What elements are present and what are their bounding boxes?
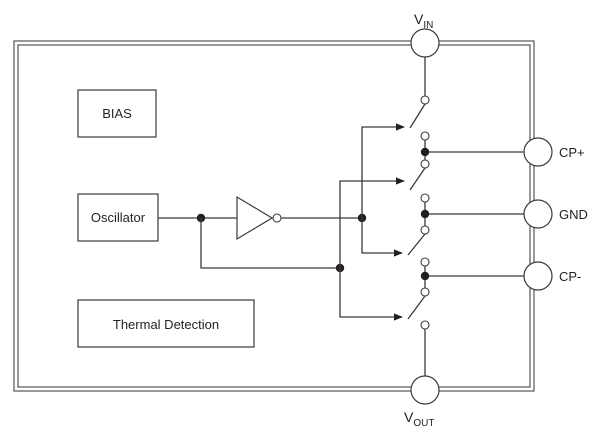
junction-gnd bbox=[420, 209, 430, 219]
vin-pin bbox=[410, 28, 440, 58]
switch-4 bbox=[407, 287, 430, 330]
vout-label: VOUT bbox=[404, 409, 434, 429]
gnd-pin bbox=[523, 199, 553, 229]
cp-minus-label: CP- bbox=[559, 269, 581, 284]
switch-3 bbox=[407, 225, 430, 267]
thermal-detection-label: Thermal Detection bbox=[113, 317, 219, 332]
gnd-label: GND bbox=[559, 207, 588, 222]
cp-plus-label: CP+ bbox=[559, 145, 585, 160]
control-to-switch3 bbox=[361, 218, 403, 257]
control-to-switch2 bbox=[339, 177, 405, 268]
junction-cp-minus bbox=[420, 271, 430, 281]
junction-cp-plus bbox=[420, 147, 430, 157]
vout-pin bbox=[410, 375, 440, 405]
control-to-switch1 bbox=[361, 123, 405, 218]
bias-label: BIAS bbox=[102, 106, 132, 121]
non-inverted-clock-wire bbox=[200, 218, 340, 269]
cp-plus-pin bbox=[523, 137, 553, 167]
thermal-detection-block: Thermal Detection bbox=[77, 299, 255, 348]
cp-minus-pin bbox=[523, 261, 553, 291]
oscillator-label: Oscillator bbox=[91, 210, 146, 225]
oscillator-block: Oscillator bbox=[77, 193, 159, 242]
control-to-switch4 bbox=[339, 268, 403, 321]
switch-2 bbox=[409, 159, 430, 203]
inverter-symbol bbox=[236, 195, 282, 241]
vin-label: VIN bbox=[414, 11, 433, 31]
bias-block: BIAS bbox=[77, 89, 157, 138]
switch-1 bbox=[409, 95, 430, 141]
